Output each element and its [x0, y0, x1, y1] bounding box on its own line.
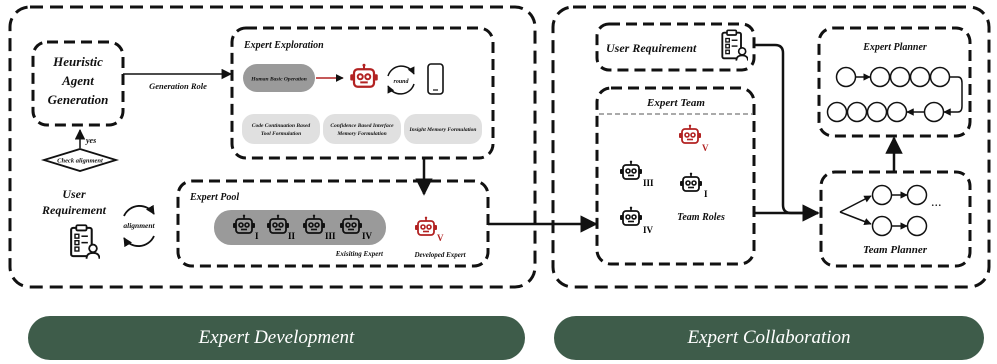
- team-numeral-5: V: [702, 143, 709, 153]
- planner-node: [835, 66, 857, 88]
- alignment-cycle-icon: [123, 204, 155, 248]
- human-operation-pill: [243, 64, 315, 92]
- expert-planner-flow: [826, 66, 963, 123]
- user-requirement-clipboard-icon: [70, 224, 100, 260]
- check-alignment-label: Check alignment: [57, 158, 103, 165]
- check-alignment-diamond: [40, 148, 120, 172]
- memory-formulation-line2: Memory Formulation: [336, 131, 386, 137]
- planner-node: [869, 66, 891, 88]
- human-operation-label: Human Basic Operation: [250, 77, 307, 83]
- user-requirement-box: [595, 22, 756, 72]
- tool-formulation-line2: Tool Formulation: [261, 131, 301, 137]
- planner-node: [929, 66, 951, 88]
- team-planner-node: [871, 184, 893, 206]
- planner-node: [866, 101, 888, 123]
- planner-node: [923, 101, 945, 123]
- insight-memory-card: [404, 114, 482, 144]
- insight-memory-label: Insight Memory Formulation: [409, 127, 477, 133]
- requirement-clipboard-icon: [721, 29, 748, 62]
- team-numeral-1: I: [704, 189, 708, 199]
- expert-collaboration-banner-label: Expert Collaboration: [687, 327, 851, 348]
- team-planner-title: Team Planner: [863, 244, 928, 256]
- planner-node: [889, 66, 911, 88]
- expert-development-banner: Expert Development: [28, 316, 525, 360]
- team-robot-icon-4: [619, 206, 643, 226]
- team-numeral-3: III: [643, 178, 654, 188]
- heuristic-label-line3: Generation: [48, 92, 109, 107]
- planner-node: [886, 101, 908, 123]
- heuristic-label-line1: Heuristic: [52, 54, 103, 69]
- expert-exploration-title: Expert Exploration: [243, 40, 324, 51]
- team-planner-ellipsis: ...: [931, 195, 942, 210]
- team-planner-box: [819, 170, 972, 268]
- user-requirement-label-line2: Requirement: [41, 203, 107, 217]
- team-planner-node: [871, 215, 893, 237]
- planner-node: [826, 101, 848, 123]
- existing-expert-pill: [214, 210, 386, 245]
- team-planner-graph: [839, 184, 928, 237]
- round-cycle-icon: [387, 65, 415, 95]
- expert-development-banner-label: Expert Development: [198, 327, 355, 348]
- alignment-label: alignment: [123, 221, 155, 230]
- developed-expert-numeral: V: [437, 233, 444, 243]
- expert-pool-title: Expert Pool: [189, 192, 239, 203]
- team-planner-node: [906, 215, 928, 237]
- tool-formulation-card: [242, 114, 320, 144]
- expert-team-title: Expert Team: [646, 97, 705, 109]
- team-robot-icon-1: [679, 172, 703, 192]
- expert-team-box: [595, 86, 756, 266]
- round-label: round: [393, 79, 409, 85]
- existing-expert-label: Exisiting Expert: [335, 250, 384, 258]
- expert-exploration-box: [230, 26, 495, 160]
- tool-formulation-line1: Code Continuation Based: [252, 123, 311, 129]
- team-roles-label: Team Roles: [677, 212, 725, 223]
- exploration-robot-icon: [349, 63, 379, 88]
- team-planner-node: [906, 184, 928, 206]
- development-panel: [8, 5, 537, 289]
- requirement-to-planner-connector: [754, 43, 820, 222]
- generation-role-label: Generation Role: [149, 81, 207, 91]
- planner-node: [909, 66, 931, 88]
- phone-icon: [427, 63, 444, 95]
- pool-numeral-4: IV: [362, 231, 373, 241]
- team-robot-icon-3: [619, 160, 643, 180]
- collaboration-panel: [551, 5, 991, 289]
- team-robot-icon-5: [678, 124, 702, 144]
- heuristic-agent-box: [31, 40, 125, 127]
- memory-formulation-card: [323, 114, 401, 144]
- team-numeral-4: IV: [643, 225, 654, 235]
- expert-planner-title: Expert Planner: [862, 42, 927, 53]
- developed-expert-robot-icon: [414, 216, 438, 236]
- expert-collaboration-banner: Expert Collaboration: [554, 316, 984, 360]
- yes-label: yes: [85, 136, 96, 145]
- pool-numeral-1: I: [255, 231, 259, 241]
- pool-numeral-2: II: [288, 231, 296, 241]
- user-requirement-title: User Requirement: [606, 41, 697, 55]
- expert-planner-box: [817, 26, 972, 138]
- planner-node: [846, 101, 868, 123]
- user-requirement-label-line1: User: [62, 187, 86, 201]
- heuristic-label-line2: Agent: [61, 73, 94, 88]
- memory-formulation-line1: Confidence Based Interface: [330, 123, 394, 129]
- pool-numeral-3: III: [325, 231, 336, 241]
- developed-expert-label: Developed Expert: [413, 251, 466, 259]
